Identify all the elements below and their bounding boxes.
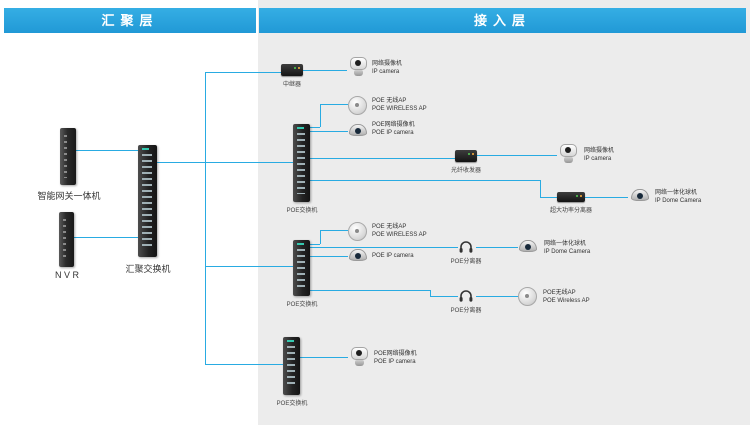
dome-lens: [355, 128, 361, 134]
poe-switch-3-icon: [283, 337, 300, 395]
ap3-label: POE无线AP POE Wireless AP: [543, 290, 590, 304]
aggregation-switch-icon: [138, 145, 157, 257]
ap2-label: POE 无线AP POE WIRELESS AP: [372, 224, 427, 238]
poe-switch-3-label: POE交换机: [276, 401, 308, 407]
link-poe2-ap2-c: [320, 230, 348, 231]
dome-lens: [355, 253, 361, 259]
ip-camera-bottom-icon: [348, 347, 370, 367]
link-trunk-poe2: [205, 266, 293, 267]
link-repeater-cam: [303, 70, 347, 71]
poe-switch-1-label: POE交换机: [286, 208, 318, 214]
poe-switch-1-icon: [293, 124, 310, 202]
link-trunk-poe3: [205, 364, 283, 365]
nvr-label: N V R: [54, 270, 79, 280]
dome1-label: POE网络摄像机 POE IP camera: [372, 122, 415, 136]
link-poe1-splitter-c: [540, 197, 557, 198]
link-poe3-cam: [300, 357, 348, 358]
dome2-label: POE IP camera: [372, 253, 414, 259]
link-poe2-dome2: [310, 256, 348, 257]
link-poe2-hp2-b: [430, 290, 431, 296]
fiber-converter-icon: [455, 150, 477, 162]
fiber-converter-label: 光纤收发器: [450, 168, 481, 174]
link-poe1-dome1: [310, 131, 348, 132]
gateway-label: 智能网关一体机: [37, 191, 101, 201]
link-switch-poe1: [157, 162, 293, 163]
link-poe1-splitter-b: [540, 180, 541, 197]
poe-splitter-2-icon: [459, 290, 473, 302]
nvr-device-icon: [59, 212, 74, 267]
link-hp1-dome3: [476, 247, 518, 248]
access-layer-header: 接入层: [259, 8, 746, 33]
dome-lens: [637, 193, 643, 199]
repeater-icon: [281, 64, 303, 76]
dome-camera-2-icon: [348, 249, 368, 263]
gateway-device-icon: [60, 128, 76, 185]
camera-lens: [356, 350, 362, 356]
link-gateway-switch: [76, 150, 138, 151]
link-poe1-fiber: [310, 158, 455, 159]
link-poe2-hp1: [310, 247, 458, 248]
link-poe1-ap1-c: [320, 104, 348, 105]
camera-bottom-label: POE网络摄像机 POE IP camera: [374, 351, 417, 365]
dome-lens: [525, 244, 531, 250]
link-trunk-repeater: [205, 72, 283, 73]
link-hp2-ap3: [476, 296, 518, 297]
camera-top-label: 网络摄像机 IP camera: [372, 61, 403, 75]
camera-lens: [565, 147, 571, 153]
dome-camera-3-icon: [518, 240, 538, 254]
access-layer-panel: [258, 0, 750, 425]
link-trunk: [205, 72, 206, 364]
wireless-ap-3-icon: [518, 287, 537, 306]
link-splitter-dome: [585, 197, 628, 198]
poe-switch-2-label: POE交换机: [286, 302, 318, 308]
wireless-ap-2-icon: [348, 222, 367, 241]
link-poe2-ap2-b: [320, 230, 321, 244]
poe-splitter-2-label: POE分离器: [450, 308, 482, 314]
link-poe1-ap1-a: [310, 127, 320, 128]
power-splitter-icon: [557, 192, 585, 202]
link-poe2-hp2-a: [310, 290, 430, 291]
camera-base: [355, 360, 364, 366]
poe-splitter-1-icon: [459, 241, 473, 253]
dome-camera-1-icon: [348, 124, 368, 138]
aggregation-switch-label: 汇聚交换机: [125, 264, 171, 274]
ap1-label: POE 无线AP POE WIRELESS AP: [372, 98, 427, 112]
wireless-ap-1-icon: [348, 96, 367, 115]
camera-base: [564, 157, 573, 163]
camera-lens: [355, 60, 361, 66]
link-poe2-hp2-c: [430, 296, 458, 297]
poe-splitter-1-label: POE分离器: [450, 259, 482, 265]
camera-base: [354, 70, 363, 76]
ip-camera-top-icon: [347, 57, 369, 77]
camera-mid-label: 网络摄像机 IP camera: [584, 148, 615, 162]
link-nvr-switch: [74, 237, 138, 238]
link-fiber-cam: [477, 155, 557, 156]
dome-camera-right-icon: [630, 189, 650, 203]
ip-camera-mid-icon: [557, 144, 579, 164]
link-poe1-splitter-a: [310, 180, 540, 181]
power-splitter-label: 超大功率分离器: [549, 208, 592, 214]
repeater-label: 中继器: [282, 82, 301, 88]
aggregation-layer-header: 汇聚层: [4, 8, 256, 33]
poe-switch-2-icon: [293, 240, 310, 296]
dome3-label: 网络一体化球机 IP Dome Camera: [544, 241, 591, 255]
link-poe1-ap1-b: [320, 104, 321, 127]
dome-right-label: 网络一体化球机 IP Dome Camera: [655, 190, 702, 204]
link-poe2-ap2-a: [310, 244, 320, 245]
